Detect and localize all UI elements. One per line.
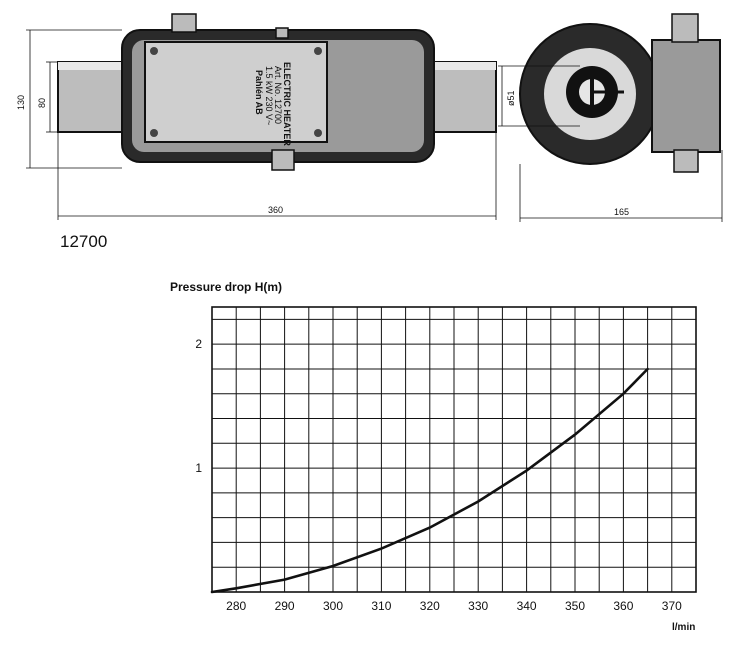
nameplate-line: Art. No. 12700 bbox=[273, 66, 283, 124]
nameplate bbox=[144, 41, 328, 143]
cable-gland-top-small bbox=[275, 27, 289, 39]
y-tick-label: 2 bbox=[195, 337, 202, 351]
screw-icon bbox=[150, 47, 158, 55]
dimension-side-width: 165 bbox=[614, 207, 629, 217]
dimension-length: 360 bbox=[268, 205, 283, 215]
pressure-drop-curve bbox=[210, 367, 649, 594]
chart-grid bbox=[211, 306, 697, 593]
x-tick-labels: 280 290 300 310 320 330 340 350 360 370 bbox=[226, 599, 682, 613]
dimension-outer-height: 130 bbox=[16, 95, 26, 110]
x-axis-label: l/min bbox=[672, 622, 695, 633]
nameplate-line: ELECTRIC HEATER bbox=[282, 62, 292, 146]
y-tick-label: 1 bbox=[195, 461, 202, 475]
inlet-pipe bbox=[57, 61, 127, 133]
x-tick-label: 360 bbox=[613, 599, 633, 613]
screw-icon bbox=[314, 47, 322, 55]
cable-gland-top bbox=[171, 13, 197, 33]
x-tick-label: 350 bbox=[565, 599, 585, 613]
x-tick-label: 300 bbox=[323, 599, 343, 613]
x-tick-label: 290 bbox=[275, 599, 295, 613]
nameplate-line: 1.5 kW 230 V~ bbox=[264, 66, 274, 125]
cable-gland-bottom bbox=[271, 149, 295, 171]
x-tick-label: 320 bbox=[420, 599, 440, 613]
y-tick-labels: 12 bbox=[195, 337, 202, 475]
side-gland-bottom bbox=[673, 149, 699, 173]
dimension-pipe-height: 80 bbox=[37, 98, 47, 108]
nameplate-line: Pahlén AB bbox=[254, 70, 264, 115]
screw-icon bbox=[150, 129, 158, 137]
dimension-pipe-diameter: ø51 bbox=[506, 90, 516, 106]
side-gland-top bbox=[671, 13, 699, 43]
x-tick-label: 340 bbox=[517, 599, 537, 613]
chart-series bbox=[210, 367, 649, 594]
screw-icon bbox=[314, 129, 322, 137]
y-axis-label: Pressure drop H(m) bbox=[170, 280, 282, 294]
x-tick-label: 280 bbox=[226, 599, 246, 613]
technical-drawing: ELECTRIC HEATER Art. No. 12700 1.5 kW 23… bbox=[16, 13, 723, 222]
side-view-terminal-box bbox=[651, 39, 721, 153]
x-tick-label: 330 bbox=[468, 599, 488, 613]
model-number: 12700 bbox=[60, 232, 108, 251]
x-tick-label: 370 bbox=[662, 599, 682, 613]
x-tick-label: 310 bbox=[371, 599, 391, 613]
